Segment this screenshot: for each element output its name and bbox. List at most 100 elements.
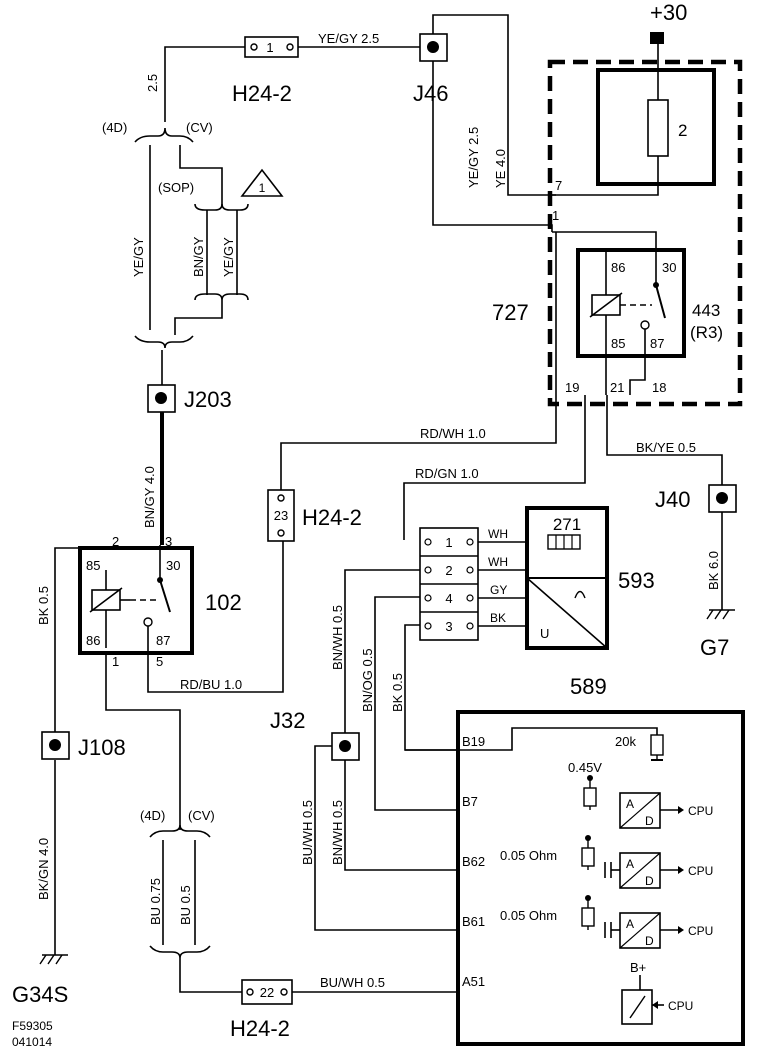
sensor-271-label: 271: [553, 515, 581, 534]
wire-bn-gy-4-0: BN/GY 4.0: [142, 466, 157, 528]
svg-text:4: 4: [445, 591, 452, 606]
wire-rd-bu-1-0: RD/BU 1.0: [180, 677, 242, 692]
g7-label: G7: [700, 635, 729, 660]
svg-text:A: A: [626, 857, 634, 871]
svg-text:1: 1: [445, 535, 452, 550]
wire-rd-gn-1-0: RD/GN 1.0: [415, 466, 479, 481]
ecu-pin-b19: B19: [462, 734, 485, 749]
r102-pin-5: 5: [156, 654, 163, 669]
relay-102-wiring: [54, 541, 284, 955]
j108-junction: [41, 731, 70, 760]
variant-4d-bottom: (4D): [140, 808, 165, 823]
r102-pin-30: 30: [166, 558, 180, 573]
sensor-593-label: 593: [618, 568, 655, 593]
wire-bk-0-5-left: BK 0.5: [36, 586, 51, 625]
variant-brace-bottom: [149, 824, 242, 993]
h24-top-label: H24-2: [232, 81, 292, 106]
ohm-1: 0.05 Ohm: [500, 848, 557, 863]
cpu-1: CPU: [688, 804, 713, 818]
r443-pin-85: 85: [611, 336, 625, 351]
wire-ye-gy-2-5-top: YE/GY 2.5: [318, 31, 379, 46]
wire-ye-gy-sop: YE/GY: [221, 237, 236, 277]
top-feed-wiring: [149, 14, 556, 545]
voltage-045: 0.45V: [568, 760, 602, 775]
svg-text:A: A: [626, 797, 634, 811]
ecu-pin-b7: B7: [462, 794, 478, 809]
wire-rd-wh-1-0: RD/WH 1.0: [420, 426, 486, 441]
relay-102: [78, 545, 194, 660]
cpu-4: CPU: [668, 999, 693, 1013]
variant-cv-top: (CV): [186, 120, 213, 135]
cpu-2: CPU: [688, 864, 713, 878]
j40-label: J40: [655, 487, 690, 512]
svg-text:D: D: [645, 934, 654, 948]
relay-443-label: 443: [692, 301, 720, 320]
j32-label: J32: [270, 708, 305, 733]
supply-30-label: +30: [650, 0, 687, 25]
h24-mid-connector: 23: [267, 489, 295, 542]
svg-text:D: D: [645, 814, 654, 828]
h24-bottom-connector: 22: [241, 979, 293, 1005]
ground-g34s-icon: [39, 954, 68, 965]
wire-bn-wh-0-5: BN/WH 0.5: [330, 605, 345, 670]
j203-label: J203: [184, 387, 232, 412]
ground-g7-icon: [706, 609, 735, 620]
wire-bn-wh-0-5-lower: BN/WH 0.5: [330, 800, 345, 865]
j32-junction: [331, 732, 360, 761]
r102-pin-1: 1: [112, 654, 119, 669]
wire-bu-0-75: BU 0.75: [148, 878, 163, 925]
ecu-589: [405, 710, 745, 1046]
svg-text:23: 23: [274, 508, 288, 523]
sensor-u-label: U: [540, 626, 549, 641]
warning-triangle-icon: 1: [240, 168, 284, 197]
variant-sop: (SOP): [158, 180, 194, 195]
h24-mid-label: H24-2: [302, 505, 362, 530]
fuse-2-label: 2: [678, 121, 687, 140]
b-plus: B+: [630, 960, 646, 975]
wire-bk-ye-0-5: BK/YE 0.5: [636, 440, 696, 455]
svg-text:1: 1: [259, 181, 266, 195]
m727-pin-18: 18: [652, 380, 666, 395]
wire-wh-2: WH: [488, 555, 508, 569]
svg-text:A: A: [626, 917, 634, 931]
wire-bn-og-0-5: BN/OG 0.5: [360, 648, 375, 712]
svg-text:D: D: [645, 874, 654, 888]
module-727-label: 727: [492, 300, 529, 325]
r443-pin-87: 87: [650, 336, 664, 351]
ecu-589-label: 589: [570, 674, 607, 699]
svg-text:22: 22: [260, 985, 274, 1000]
wire-ye-4-0: YE 4.0: [493, 149, 508, 188]
g34s-label: G34S: [12, 982, 68, 1007]
figure-id: F59305: [12, 1019, 53, 1033]
wire-bk-0-5-mid: BK 0.5: [390, 673, 405, 712]
r102-pin-86: 86: [86, 633, 100, 648]
resistor-20k: 20k: [615, 734, 636, 749]
m727-pin-19: 19: [565, 380, 579, 395]
r102-pin-3: 3: [165, 534, 172, 549]
r443-pin-30: 30: [662, 260, 676, 275]
relay-443-sub: (R3): [690, 323, 723, 342]
sensor-593: [525, 506, 609, 650]
variant-brace-top: [134, 127, 249, 349]
svg-text:2: 2: [445, 563, 452, 578]
ohm-2: 0.05 Ohm: [500, 908, 557, 923]
wire-wh-1: WH: [488, 527, 508, 541]
relay-102-label: 102: [205, 590, 242, 615]
wire-bu-0-5: BU 0.5: [178, 885, 193, 925]
variant-4d-top: (4D): [102, 120, 127, 135]
r102-pin-87: 87: [156, 633, 170, 648]
wire-bk-6-0: BK 6.0: [706, 551, 721, 590]
j203-junction: [147, 384, 176, 413]
j46-label: J46: [413, 81, 448, 106]
wire-bu-wh-0-5-vert: BU/WH 0.5: [300, 800, 315, 865]
figure-date: 041014: [12, 1035, 52, 1049]
r102-pin-2: 2: [112, 534, 119, 549]
h24-top-connector: 1: [244, 36, 299, 58]
wire-ye-gy-left: YE/GY: [131, 237, 146, 277]
m727-pin-1: 1: [552, 208, 559, 223]
m727-pin-7: 7: [555, 178, 562, 193]
wire-2-5: 2.5: [145, 74, 160, 92]
wire-bk-gn-4-0: BK/GN 4.0: [36, 838, 51, 900]
h24-top-pin: 1: [266, 40, 273, 55]
